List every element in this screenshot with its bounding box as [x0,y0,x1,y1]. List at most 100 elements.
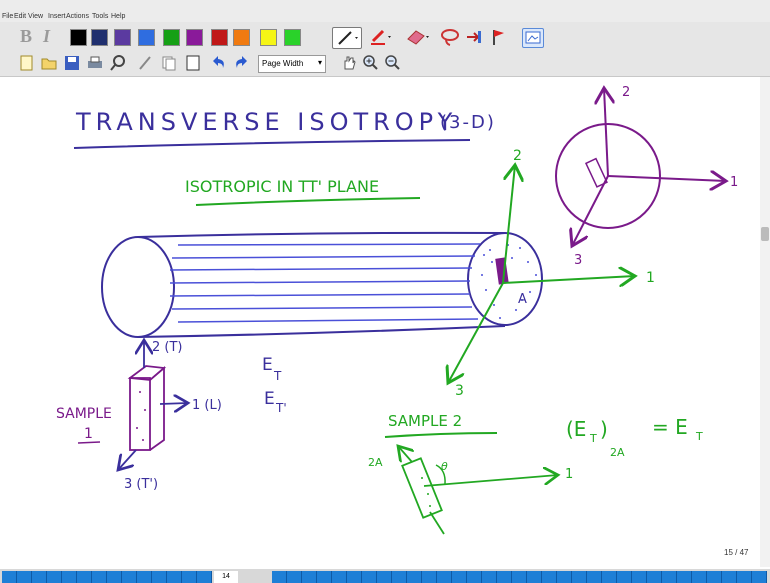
equation-lhs: (E [566,417,586,441]
pan-button[interactable] [340,54,358,72]
pen-tool-button[interactable] [332,27,362,49]
color-purple-button[interactable] [186,29,203,46]
page-thumbnail[interactable] [572,571,587,583]
page-thumbnail[interactable] [182,571,197,583]
page-thumbnail[interactable] [137,571,152,583]
menu-help[interactable]: Help [111,13,126,20]
highlighter-button[interactable] [368,27,394,47]
color-violet-button[interactable] [114,29,131,46]
page-thumbnail[interactable] [707,571,722,583]
copy-button[interactable] [160,54,178,72]
menu-insert[interactable]: Insert [48,13,66,20]
menu-tools[interactable]: Tools [92,13,109,20]
color-black-button[interactable] [70,29,87,46]
color-red-button[interactable] [211,29,228,46]
redo-button[interactable] [232,54,250,72]
menu-view[interactable]: View [28,13,44,20]
page-thumbnail[interactable] [737,571,752,583]
page-thumbnail[interactable] [77,571,92,583]
page-thumbnail[interactable] [752,571,767,583]
zoom-in-button[interactable] [362,54,380,72]
page-thumbnail[interactable] [92,571,107,583]
find-button[interactable] [109,54,127,72]
standard-toolbar [0,50,770,77]
lasso-button[interactable] [440,27,462,47]
page-thumbnail[interactable] [437,571,452,583]
page-thumbnail[interactable] [602,571,617,583]
print-button[interactable] [86,54,104,72]
italic-button[interactable]: I [43,26,51,46]
color-green-button[interactable] [163,29,180,46]
insert-image-button[interactable] [522,28,544,48]
zoom-select[interactable]: Page Width ▾ [258,55,326,73]
page-thumbnail[interactable] [557,571,572,583]
pointer-button[interactable] [488,27,510,47]
page-thumbnail[interactable] [452,571,467,583]
page-thumbnail[interactable] [722,571,737,583]
color-navy-button[interactable] [91,29,108,46]
color-blue-button[interactable] [138,29,155,46]
color-lime-button[interactable] [284,29,301,46]
page-thumbnail[interactable] [617,571,632,583]
menu-file[interactable]: File [2,13,14,20]
new-page-button[interactable] [18,54,36,72]
cylinder-axes [448,165,635,383]
equation-2a-subscript: 2A [610,446,625,459]
page-thumbnail[interactable] [407,571,422,583]
inset-axis-2-label: 2 [622,85,630,100]
page-thumbnail[interactable] [677,571,692,583]
page-thumbnail[interactable] [542,571,557,583]
page-thumbnail[interactable] [347,571,362,583]
undo-button[interactable] [210,54,228,72]
eraser-button[interactable] [404,27,430,47]
page-thumbnail[interactable] [467,571,482,583]
page-thumbnail[interactable] [62,571,77,583]
page-thumbnail[interactable] [362,571,377,583]
page-icon [186,55,200,71]
modulus-et-prime-subscript: T' [275,401,287,415]
page-thumbnail[interactable] [422,571,437,583]
page-thumbnail[interactable] [482,571,497,583]
page-thumbnail[interactable] [167,571,182,583]
color-orange-button[interactable] [233,29,250,46]
page-thumbnail[interactable] [587,571,602,583]
page-thumbnail[interactable] [152,571,167,583]
open-button[interactable] [40,54,58,72]
zoom-out-button[interactable] [384,54,402,72]
page-thumbnail[interactable] [527,571,542,583]
page-thumbnail[interactable] [632,571,647,583]
scrollbar-thumb[interactable] [761,227,769,241]
page-thumbnail[interactable] [47,571,62,583]
page-thumbnail[interactable] [197,571,212,583]
page-thumbnail[interactable] [692,571,707,583]
page-thumbnail[interactable] [392,571,407,583]
bold-button[interactable]: B [20,26,33,46]
page-thumbnail[interactable] [17,571,32,583]
page-thumbnail[interactable] [332,571,347,583]
menu-actions[interactable]: Actions [66,13,89,20]
page-thumbnail[interactable] [317,571,332,583]
sample1-axis-3-label: 3 (T') [124,477,158,492]
page-thumbnail[interactable] [512,571,527,583]
note-canvas[interactable]: TRANSVERSE ISOTROPY (3-D) ISOTROPIC IN T… [0,77,760,567]
page-thumbnail[interactable] [272,571,287,583]
page-thumbnail[interactable] [647,571,662,583]
page-thumbnail[interactable] [32,571,47,583]
select-page-button[interactable] [184,54,202,72]
pen-settings-button[interactable] [136,54,154,72]
page-thumbnail[interactable] [302,571,317,583]
vertical-scrollbar[interactable] [760,77,770,567]
menu-edit[interactable]: Edit [14,13,27,20]
page-thumbnail[interactable] [497,571,512,583]
page-thumbnail[interactable] [662,571,677,583]
page-thumbnail[interactable] [377,571,392,583]
page-thumbnail[interactable] [287,571,302,583]
page-thumbnail[interactable] [122,571,137,583]
page-thumbnail[interactable] [2,571,17,583]
current-page-number[interactable]: 14 [214,571,238,583]
insert-space-button[interactable] [464,27,484,47]
save-button[interactable] [63,54,81,72]
new-page-icon [20,55,33,71]
page-thumbnail[interactable] [107,571,122,583]
color-yellow-button[interactable] [260,29,277,46]
